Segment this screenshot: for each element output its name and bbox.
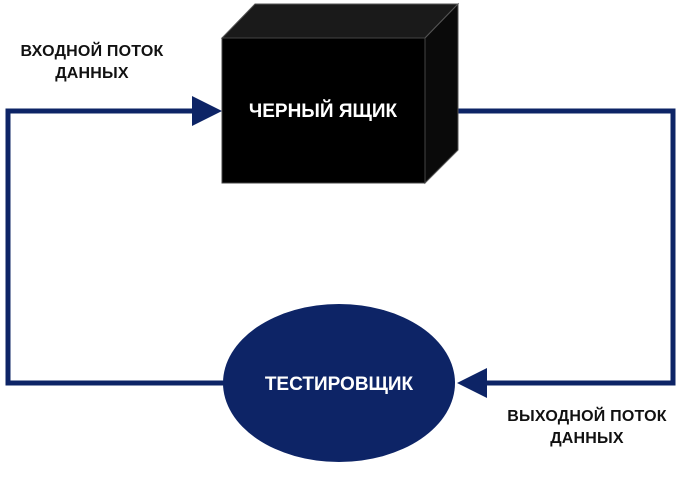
input-flow-label: ВХОДНОЙ ПОТОК ДАННЫХ xyxy=(4,41,180,85)
black-box-top-face xyxy=(220,3,460,39)
black-box-front-face xyxy=(221,37,426,184)
tester-node: ТЕСТИРОВЩИК xyxy=(223,304,455,462)
black-box: ЧЕРНЫЙ ЯЩИК xyxy=(220,2,460,185)
output-flow-label: ВЫХОДНОЙ ПОТОК ДАННЫХ xyxy=(493,406,681,450)
output-flow-label-line-1: ВЫХОДНОЙ ПОТОК xyxy=(507,408,667,425)
tester-ellipse xyxy=(223,304,455,462)
output-flow-arrow xyxy=(457,108,676,398)
tester-label: ТЕСТИРОВЩИК xyxy=(265,374,414,395)
input-flow-label-line-2: ДАННЫХ xyxy=(55,65,129,82)
input-flow-arrow xyxy=(5,96,232,386)
output-flow-label-line-2: ДАННЫХ xyxy=(550,430,624,447)
input-flow-label-line-1: ВХОДНОЙ ПОТОК xyxy=(20,43,164,60)
black-box-label: ЧЕРНЫЙ ЯЩИК xyxy=(249,100,398,122)
